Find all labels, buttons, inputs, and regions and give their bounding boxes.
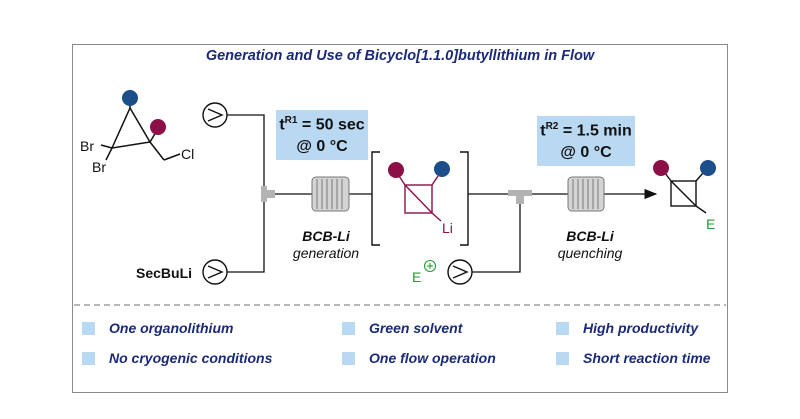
feature-bullet-icon [556, 321, 569, 335]
pump-icon-substrate [202, 102, 228, 128]
condition-box-2: tR2 = 1.5 min @ 0 °C [537, 116, 635, 166]
product-maroon-sphere [653, 160, 669, 176]
electrophile-label: E [412, 269, 421, 285]
intermediate-navy-sphere [434, 161, 450, 177]
navy-substituent-sphere [122, 90, 138, 106]
feature-short-reaction-time: Short reaction time [556, 350, 711, 366]
maroon-substituent-sphere [150, 119, 166, 135]
secbuli-label: SecBuLi [136, 265, 192, 281]
t-mixer-2 [508, 190, 532, 204]
feature-no-cryogenic: No cryogenic conditions [82, 350, 272, 366]
flow-tubing [227, 114, 658, 273]
feature-high-productivity: High productivity [556, 320, 698, 336]
bcb-product [664, 172, 707, 214]
product-navy-sphere [700, 160, 716, 176]
product-e-label: E [706, 216, 715, 232]
feature-bullet-icon [82, 321, 95, 335]
diagram-title: Generation and Use of Bicyclo[1.1.0]buty… [190, 46, 610, 66]
bcb-li-intermediate [398, 175, 442, 222]
br-label-top: Br [80, 138, 94, 154]
plus-charge-icon [423, 259, 437, 273]
bracket-right [460, 151, 469, 246]
br-label-bottom: Br [92, 159, 106, 175]
feature-green-solvent: Green solvent [342, 320, 462, 336]
pump-icon-secbuli [202, 259, 228, 285]
pump-icon-electrophile [447, 259, 473, 285]
bracket-left [371, 151, 380, 246]
reactor-coil-1 [311, 176, 350, 212]
feature-bullet-icon [556, 351, 569, 365]
t-mixer-1 [261, 186, 275, 202]
feature-one-organolithium: One organolithium [82, 320, 233, 336]
li-label: Li [442, 220, 453, 236]
reactor-coil-2 [567, 176, 605, 212]
starting-material [100, 102, 181, 161]
intermediate-maroon-sphere [388, 162, 404, 178]
cl-label: Cl [181, 146, 194, 162]
feature-bullet-icon [82, 351, 95, 365]
condition-box-1: tR1 = 50 sec @ 0 °C [276, 110, 368, 160]
feature-bullet-icon [342, 351, 355, 365]
feature-one-flow-operation: One flow operation [342, 350, 496, 366]
feature-bullet-icon [342, 321, 355, 335]
diagram-frame [72, 44, 728, 393]
